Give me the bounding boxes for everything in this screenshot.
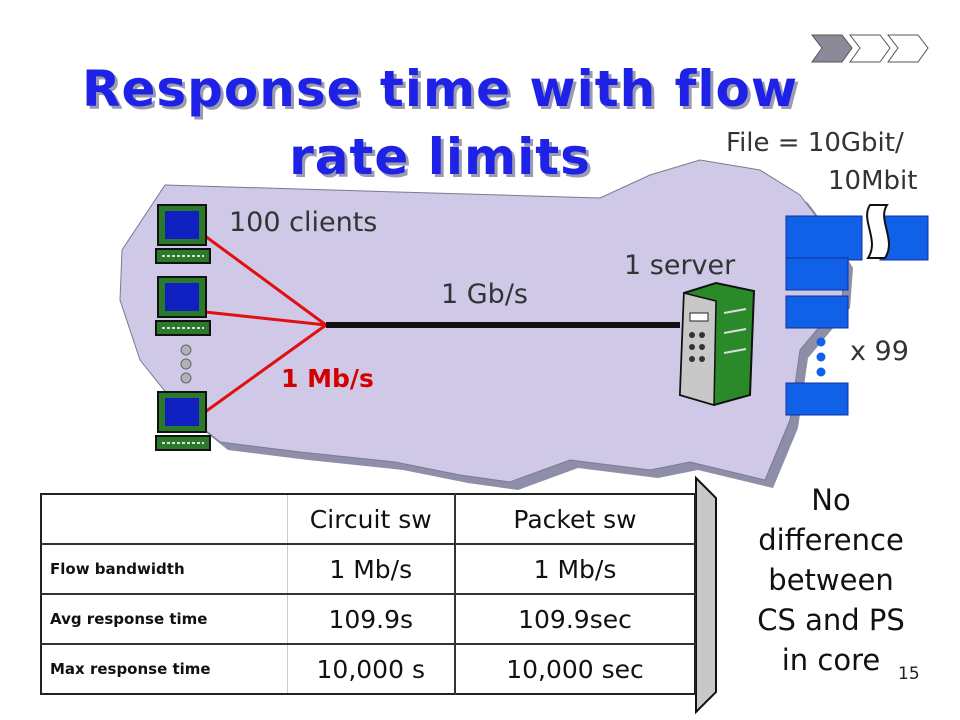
access-link-1 — [204, 234, 327, 327]
packet-value: 109.9sec — [455, 594, 695, 645]
title-line-2: rate limits — [289, 128, 591, 186]
title-line-1: Response time with flow — [81, 60, 799, 118]
table-row: Avg response time 109.9s 109.9sec — [41, 594, 695, 645]
arrow-shape — [695, 475, 717, 715]
slide-title: Response time with flow rate limits — [60, 55, 820, 191]
file-size-label-2: 10Mbit — [828, 166, 918, 196]
client-computer-icon — [155, 276, 211, 336]
table-row: Flow bandwidth 1 Mb/s 1 Mb/s — [41, 544, 695, 595]
file-size-label-1: File = 10Gbit/ — [726, 128, 904, 158]
access-link-3 — [204, 323, 327, 414]
table-header-circuit: Circuit sw — [287, 494, 456, 545]
circuit-value: 1 Mb/s — [287, 544, 456, 595]
circuit-value: 10,000 s — [287, 644, 456, 694]
client-computer-icon — [155, 391, 211, 451]
file-block — [785, 257, 849, 291]
client-computer-icon — [155, 204, 211, 264]
packet-value: 1 Mb/s — [455, 544, 695, 595]
core-link-label: 1 Gb/s — [441, 279, 528, 310]
server-label: 1 server — [624, 250, 736, 281]
page-number: 15 — [898, 664, 920, 684]
conclusion-line: between — [768, 563, 894, 597]
row-label: Max response time — [41, 644, 288, 694]
row-label: Avg response time — [41, 594, 288, 645]
access-link-label: 1 Mb/s — [281, 364, 374, 393]
conclusion-line: CS and PS — [757, 603, 905, 637]
vertical-ellipsis-icon — [816, 337, 826, 377]
packet-value: 10,000 sec — [506, 654, 644, 684]
server-icon — [678, 281, 756, 407]
conclusion-line: No — [811, 483, 851, 517]
table-row: Max response time 10,000 s 10,000 sec — [41, 644, 695, 694]
file-block — [785, 295, 849, 329]
nav-arrows-icon — [810, 34, 929, 63]
comparison-table: Circuit sw Packet sw Flow bandwidth 1 Mb… — [40, 493, 696, 695]
file-block-long-left — [785, 215, 863, 261]
row-label: Flow bandwidth — [41, 544, 288, 595]
ellipsis-icon — [180, 344, 192, 384]
conclusion-text: No difference between CS and PS in core — [722, 480, 940, 680]
conclusion-line: difference — [758, 523, 904, 557]
circuit-value: 109.9s — [287, 594, 456, 645]
clients-label: 100 clients — [229, 207, 378, 238]
break-icon — [866, 204, 890, 259]
conclusion-line: in core — [781, 643, 881, 677]
table-header-blank — [41, 494, 288, 545]
access-link-2 — [204, 310, 327, 327]
table-header-packet: Packet sw — [455, 494, 695, 545]
table-header-row: Circuit sw Packet sw — [41, 494, 695, 545]
file-block — [785, 382, 849, 416]
multiplier-label: x 99 — [850, 336, 909, 367]
